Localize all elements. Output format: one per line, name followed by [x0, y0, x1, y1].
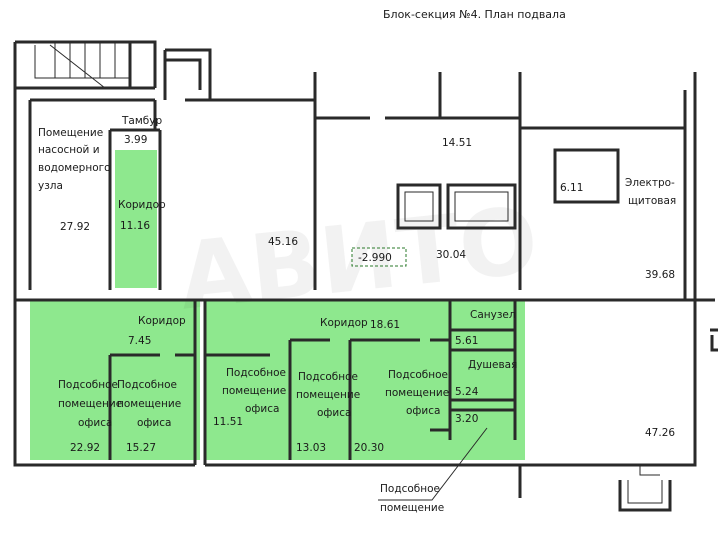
- electro-room-wall: [553, 148, 620, 204]
- room-office-e: Подсобное помещение офиса 20.30: [354, 369, 449, 454]
- room-name: Коридор: [320, 317, 368, 329]
- room-name-line: Помещение: [38, 127, 103, 139]
- room-name: Коридор: [138, 315, 186, 327]
- room-area-14: 14.51: [442, 137, 472, 149]
- room-name: Душевая: [468, 359, 517, 371]
- room-name-line: помещение: [117, 398, 181, 410]
- upper-partitions: [28, 100, 162, 290]
- room-name-line: Подсобное: [117, 379, 177, 391]
- room-name-line: узла: [38, 180, 63, 192]
- room-office-c: Подсобное помещение офиса 11.51: [213, 367, 286, 428]
- room-area-45: 45.16: [268, 236, 298, 248]
- highlight-corridor-left: [115, 150, 157, 288]
- room-name-line: Подсобное: [226, 367, 286, 379]
- room-name-line: помещение: [296, 389, 360, 401]
- room-name-line: Электро-: [625, 177, 675, 189]
- room-name-line: офиса: [137, 417, 171, 429]
- room-area: 15.27: [126, 442, 156, 454]
- room-area: 5.61: [455, 335, 478, 347]
- room-area-47: 47.26: [645, 427, 675, 439]
- room-area: 13.03: [296, 442, 326, 454]
- entry-block: [163, 48, 212, 100]
- room-corridor-mid: Коридор 7.45: [128, 315, 186, 347]
- right-edge-fixture: [710, 328, 718, 352]
- outer-wall: [13, 72, 715, 498]
- room-name-line: водомерного: [38, 162, 111, 174]
- room-area-39: 39.68: [645, 269, 675, 281]
- callout-leader-line: [378, 427, 488, 501]
- highlight-lower-mid-block: [205, 300, 525, 460]
- room-office-d: Подсобное помещение офиса 13.03: [296, 371, 360, 454]
- room-area: 18.61: [370, 319, 400, 331]
- highlight-lower-left-block: [30, 300, 200, 460]
- room-name-line: офиса: [245, 403, 279, 415]
- bottom-right-pit-inner: [627, 465, 663, 504]
- upper-rooms-wall: [30, 72, 687, 300]
- bottom-right-pit: [618, 480, 672, 512]
- stair-lines: [34, 42, 130, 89]
- room-area: 11.51: [213, 416, 243, 428]
- room-electro: 6.11 Электро- щитовая: [560, 177, 676, 207]
- room-area: 5.24: [455, 386, 479, 398]
- room-name-line: Подсобное: [58, 379, 118, 391]
- room-dush: Душевая 5.24: [455, 359, 517, 398]
- room-area: 20.30: [354, 442, 384, 454]
- room-name-line: помещение: [385, 387, 449, 399]
- lower-partitions: [108, 300, 517, 465]
- callout-utility-room: Подсобное помещение: [378, 427, 488, 514]
- room-name: Коридор: [118, 199, 166, 211]
- room-area: 11.16: [120, 220, 150, 232]
- stair-block: [13, 40, 157, 88]
- callout-line: помещение: [380, 502, 444, 514]
- room-name-line: щитовая: [628, 195, 676, 207]
- walls: [13, 40, 718, 512]
- plan-title: Блок-секция №4. План подвала: [383, 8, 566, 21]
- room-name: Санузел: [470, 309, 516, 321]
- room-name-line: офиса: [406, 405, 440, 417]
- room-area-small: 3.20: [455, 413, 478, 425]
- room-corridor-left: Коридор 11.16: [118, 199, 166, 232]
- room-name-line: Подсобное: [388, 369, 448, 381]
- shaft-boxes: [396, 183, 517, 230]
- room-name-line: офиса: [317, 407, 351, 419]
- room-name-line: насосной и: [38, 144, 100, 156]
- room-office-b: Подсобное помещение офиса 15.27: [117, 379, 181, 454]
- room-area: 7.45: [128, 335, 151, 347]
- level-mark-box: [351, 247, 407, 267]
- room-tambur: Тамбур 3.99: [121, 115, 162, 146]
- room-area: 27.92: [60, 221, 90, 233]
- room-pump: Помещение насосной и водомерного узла 27…: [38, 127, 111, 233]
- room-sanuzel: Санузел 5.61: [455, 309, 516, 347]
- room-area: 22.92: [70, 442, 100, 454]
- level-mark: -2.990: [358, 252, 392, 264]
- room-name-line: помещение: [58, 398, 122, 410]
- highlighted-office-zone: [30, 150, 525, 460]
- room-name-line: помещение: [222, 385, 286, 397]
- room-name: Тамбур: [121, 115, 162, 127]
- room-office-a: Подсобное помещение офиса 22.92: [58, 379, 122, 454]
- room-area-30: 30.04: [436, 249, 466, 261]
- room-corridor-long: Коридор 18.61: [320, 317, 400, 331]
- room-area: 6.11: [560, 182, 583, 194]
- callout-line: Подсобное: [380, 483, 440, 495]
- room-name-line: офиса: [78, 417, 112, 429]
- shaft-inner: [404, 191, 509, 222]
- room-name-line: Подсобное: [298, 371, 358, 383]
- room-area: 3.99: [124, 134, 147, 146]
